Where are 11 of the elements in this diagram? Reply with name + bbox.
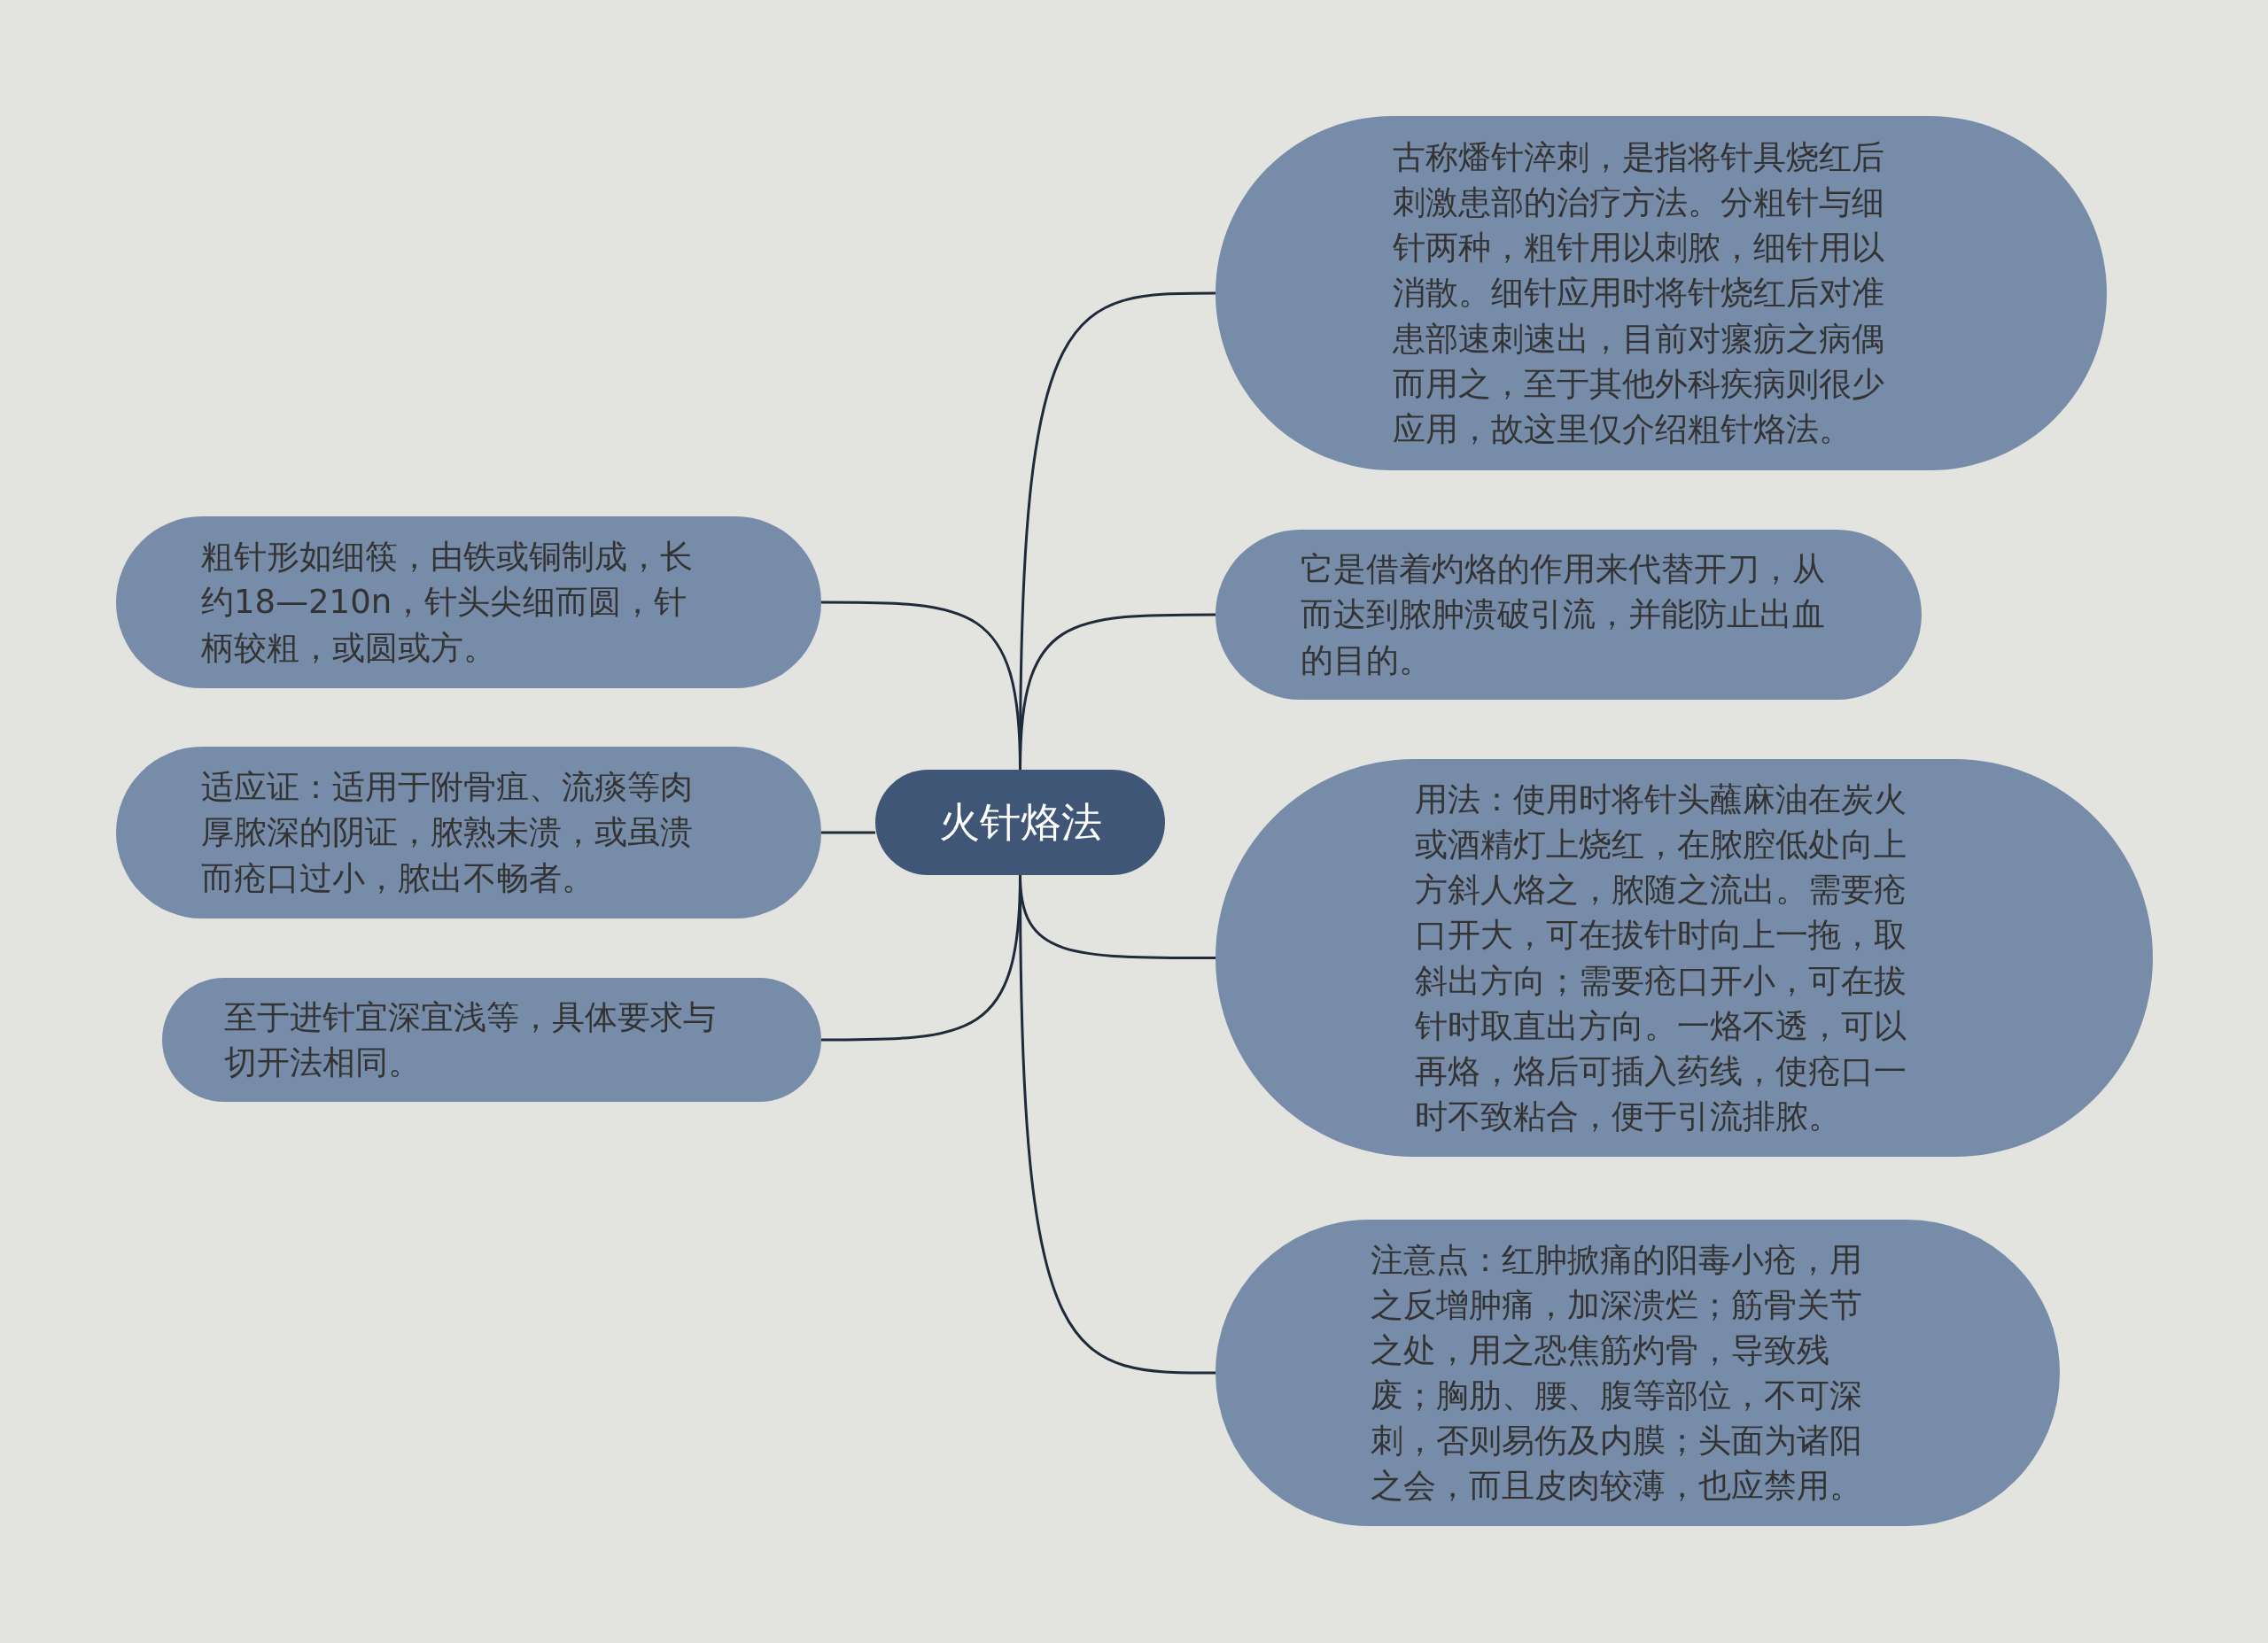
connector-line (821, 874, 1021, 1042)
topic-text: 古称燔针淬刺，是指将针具烧红后刺激患部的治疗方法。分粗针与细针两种，粗针用以刺脓，细针用以消散。细针应用时将针烧红后对准患部速刺速出，目前对瘰疬之病偶而用之，至于其他外科疾病则很少应用，故这里仅介绍粗针烙法。 (1393, 137, 1885, 450)
connector-line (821, 601, 1021, 771)
topic-text: 适应证：适用于附骨疽、流痰等肉厚脓深的阴证，脓熟未溃，或虽溃而疮口过小，脓出不畅者。 (201, 767, 694, 899)
connector-line (821, 831, 875, 834)
topic-text: 用法：使用时将针头蘸麻油在炭火或酒精灯上烧红，在脓腔低处向上方斜人烙之，脓随之流出。需要疮口开大，可在拔针时向上一拖，取斜出方向；需要疮口开小，可在拔针时取直出方向。一烙不透，可以再烙，烙后可插入药线，使疮口一时不致粘合，便于引流排脓。 (1415, 779, 1907, 1137)
topic-text: 它是借着灼烙的作用来代替开刀，从而达到脓肿溃破引流，并能防止出血的目的。 (1301, 549, 1826, 681)
topic-text: 注意点：红肿掀痛的阳毒小疮，用之反增肿痛，加深溃烂；筋骨关节之处，用之恐焦筋灼骨，导致残废；胸肋、腰、腹等部位，不可深刺，否则易伤及内膜；头面为诸阳之会，而且皮肉较薄，也应禁用。 (1371, 1239, 1863, 1507)
topic-title: 火针烙法 (938, 797, 1102, 848)
topic-text: 至于进针宜深宜浅等，具体要求与切开法相同。 (224, 996, 717, 1083)
topic-text: 粗针形如细筷，由铁或铜制成，长约18—210n，针头尖细而圆，针柄较粗，或圆或方。 (201, 537, 694, 669)
